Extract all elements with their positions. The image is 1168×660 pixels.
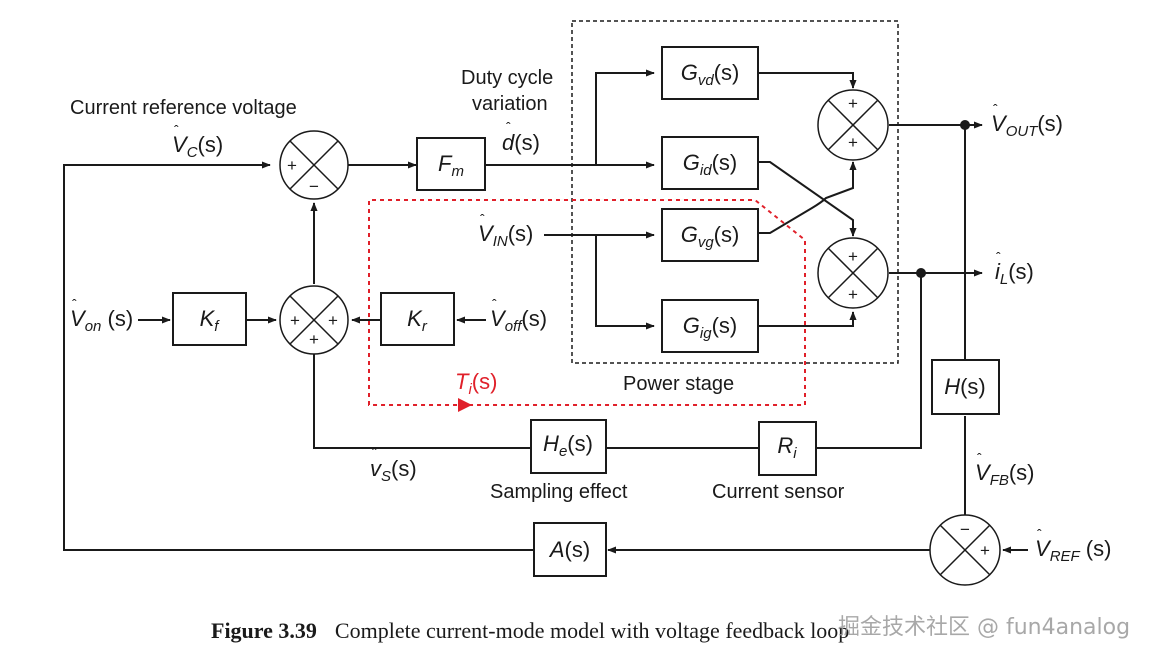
wire-gvg-out [758,161,857,234]
wire-vin-to-gig [595,235,655,330]
block-gig [661,299,759,353]
block-gvd [661,46,759,100]
svg-text:ˆ: ˆ [993,101,998,117]
block-kf [172,292,247,346]
label-a: A(s) [548,537,590,562]
label-gig: Gig(s) [683,313,737,342]
label-duty-line1: Duty cycle [461,67,553,89]
block-gvg [661,208,759,262]
svg-text:ˆ: ˆ [492,296,497,312]
svg-text:ˆ: ˆ [480,211,485,227]
summer-il [817,237,889,309]
label-duty-line2: variation [472,93,548,115]
svg-text:ˆ: ˆ [977,450,982,466]
sign-plus: + [848,285,858,304]
label-gvd: Gvd(s) [681,60,740,89]
label-power-stage: Power stage [623,373,734,395]
block-he [530,419,607,474]
summer-error [929,514,1001,586]
label-ri: Ri [777,433,797,462]
sign-plus: + [309,330,319,349]
block-a [533,522,607,577]
watermark: 掘金技术社区 @ fun4analog [838,615,1130,640]
sign-plus: + [848,133,858,152]
junction-vout [960,120,970,130]
wire-gid-out [758,161,857,237]
wire-vc [63,161,534,551]
summer-ramp [279,285,349,355]
current-loop-path [368,199,806,406]
signal-vfb: VFB(s) [975,460,1035,489]
summer-current-ref [279,130,349,200]
svg-text:ˆ: ˆ [72,296,77,312]
junction-il [916,268,926,278]
label-kf: Kf [200,306,221,335]
signal-vref: VREF (s) [1035,536,1111,565]
sign-minus: − [309,177,319,196]
signal-ti: Ti(s) [455,369,497,398]
signal-vc: VC(s) [172,132,223,161]
label-current-sensor: Current sensor [712,481,845,503]
sign-plus: + [290,311,300,330]
power-stage-boundary [571,20,899,364]
sign-minus: − [960,520,970,539]
sign-plus: + [848,94,858,113]
signal-vs: vS(s) [370,456,417,485]
block-h [931,359,1000,415]
label-gvg: Gvg(s) [681,222,740,251]
hat-accents: ˆ ˆ ˆ ˆ ˆ ˆ ˆ ˆ ˆ ˆ [72,101,1042,542]
sign-plus: + [328,311,338,330]
summer-vout [817,89,889,161]
label-kr: Kr [407,306,428,335]
block-ri [758,421,817,476]
wire-d-to-gvd [485,69,655,166]
svg-text:ˆ: ˆ [506,119,511,135]
label-gid: Gid(s) [683,150,737,179]
svg-text:ˆ: ˆ [1037,526,1042,542]
label-h: H(s) [944,374,986,399]
svg-text:ˆ: ˆ [372,445,377,461]
wire-gig-out [758,311,857,327]
signal-voff: Voff(s) [490,306,547,335]
wire-gvd-out [758,72,857,89]
block-kr [380,292,455,346]
signal-vout: VOUT(s) [991,111,1063,140]
sign-plus: + [287,156,297,175]
signal-wires [63,69,1028,554]
signal-von: Von (s) [70,306,133,335]
label-current-reference: Current reference voltage [70,97,297,119]
block-gid [661,136,759,190]
block-fm [416,137,486,191]
signal-vin: VIN(s) [478,221,533,250]
wire-il-to-ri [816,273,922,449]
signal-d: d(s) [502,130,540,155]
signal-il: iL(s) [995,259,1034,288]
label-fm: Fm [438,151,464,180]
label-he: He(s) [543,431,593,460]
svg-text:ˆ: ˆ [174,122,179,138]
sign-plus: + [848,247,858,266]
wire-vs [313,354,531,449]
sign-plus: + [980,541,990,560]
label-sampling-effect: Sampling effect [490,481,628,503]
svg-text:ˆ: ˆ [996,249,1001,265]
